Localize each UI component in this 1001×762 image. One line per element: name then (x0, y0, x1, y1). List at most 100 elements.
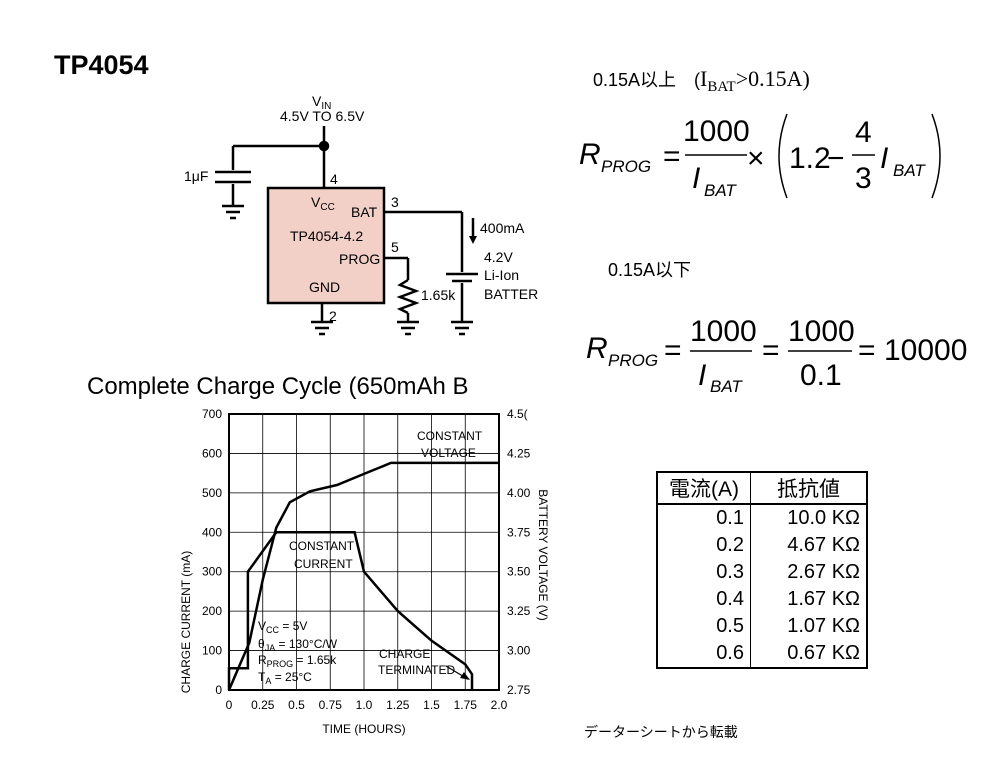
formula-below: R PROG = 1000 I BAT = 1000 0.1 = 10000 (586, 315, 967, 396)
svg-text:I: I (880, 142, 888, 175)
pin-num-4: 4 (330, 171, 338, 187)
pin-prog-label: PROG (339, 251, 380, 267)
svg-text:I: I (698, 359, 706, 392)
formula-above: R PROG = 1000 I BAT × 1.2 − 4 3 I BAT (579, 113, 941, 200)
svg-text:=: = (858, 334, 876, 367)
label-vcc: VCC = 5V (258, 619, 307, 635)
y-tick-label: 500 (202, 486, 222, 500)
page-title: TP4054 (54, 50, 149, 80)
svg-text:=: = (762, 334, 780, 367)
cell-current: 0.5 (656, 613, 751, 640)
label-ta: TA = 25°C (258, 670, 312, 686)
cell-current: 0.4 (656, 586, 751, 613)
label-charge-terminated-1: CHARGE (379, 647, 430, 661)
header-current: 電流(A) (656, 472, 751, 505)
y2-tick-label: 3.75 (507, 525, 531, 539)
svg-text:BAT: BAT (893, 161, 926, 180)
pin-gnd-label: GND (309, 279, 340, 295)
pin-num-5: 5 (391, 239, 399, 255)
svg-text:4: 4 (855, 116, 872, 149)
y-tick-label: 400 (202, 525, 222, 539)
y-tick-label: 100 (202, 644, 222, 658)
cell-resistance: 0.67 KΩ (750, 640, 868, 668)
y-tick-label: 200 (202, 604, 222, 618)
vin-label: VIN (312, 93, 331, 112)
svg-text:=: = (664, 334, 682, 367)
charge-cycle-chart: Complete Charge Cycle (650mAh B 0 0.25 0.5… (87, 373, 550, 736)
svg-text:R: R (586, 332, 608, 365)
label-charge-terminated-2: TERMINATED (378, 663, 455, 677)
y2-axis-label: BATTERY VOLTAGE (V) (536, 489, 550, 621)
y-tick-label: 700 (202, 407, 222, 421)
x-tick-label: 1.25 (386, 698, 410, 712)
y2-tick-label: 4.5( (507, 407, 528, 421)
chip-name: TP4054-4.2 (290, 228, 363, 244)
battery-voltage-label: 4.2V (484, 249, 513, 265)
x-tick-label: 1.5 (423, 698, 440, 712)
cell-resistance: 1.67 KΩ (750, 586, 868, 613)
charge-current-line (227, 531, 474, 690)
battery-voltage-line (227, 461, 499, 691)
y-axis-label: CHARGE CURRENT (mA) (179, 551, 193, 693)
battery-type-label: Li-Ion (484, 267, 519, 283)
condition-below: 0.15A以下 (608, 260, 692, 280)
label-theta: θJA = 130°C/W (258, 637, 338, 653)
cell-resistance: 2.67 KΩ (750, 559, 868, 586)
y2-tick-label: 3.00 (507, 644, 531, 658)
y2-tick-label: 2.75 (507, 683, 531, 697)
pin-num-2: 2 (329, 308, 337, 324)
svg-text:1000: 1000 (683, 115, 750, 148)
resistor-label: 1.65k (421, 287, 456, 303)
chart-title: Complete Charge Cycle (650mAh B (87, 373, 469, 400)
svg-text:1000: 1000 (788, 315, 855, 348)
x-tick-label: 0 (226, 698, 233, 712)
vin-range: 4.5V TO 6.5V (280, 108, 365, 124)
label-constant-current-1: CONSTANT (289, 539, 355, 553)
circuit-diagram: VIN 4.5V TO 6.5V 1μF 4 VCC BAT 3 TP4054-… (184, 93, 538, 336)
pin-bat-label: BAT (351, 204, 378, 220)
svg-text:3: 3 (855, 162, 872, 195)
svg-text:−: − (827, 142, 845, 175)
cell-resistance: 1.07 KΩ (750, 613, 868, 640)
y2-tick-label: 3.50 (507, 565, 531, 579)
x-tick-label: 0.5 (288, 698, 305, 712)
svg-text:PROG: PROG (601, 157, 651, 176)
terminated-arrowhead (460, 672, 470, 680)
x-tick-label: 0.25 (251, 698, 275, 712)
capacitor-label: 1μF (184, 168, 208, 184)
x-tick-label: 1.75 (454, 698, 478, 712)
svg-text:10000: 10000 (884, 334, 967, 367)
label-constant-current-2: CURRENT (294, 557, 353, 571)
cell-resistance: 4.67 KΩ (750, 532, 868, 559)
label-constant-voltage-1: CONSTANT (417, 429, 483, 443)
y-tick-label: 300 (202, 565, 222, 579)
svg-text:I: I (692, 162, 700, 195)
cell-current: 0.3 (656, 559, 751, 586)
pin-num-3: 3 (391, 194, 399, 210)
cell-current: 0.2 (656, 532, 751, 559)
svg-text:1.2: 1.2 (789, 142, 831, 175)
chart-frame (228, 413, 500, 691)
chip-body (266, 186, 386, 305)
condition-above: 0.15A以上 (IBAT>0.15A) (593, 66, 810, 95)
label-rprog: RPROG = 1.65k (258, 653, 337, 669)
battery-label: BATTER (484, 286, 538, 302)
current-label: 400mA (480, 220, 525, 236)
source-note: データーシートから転載 (584, 724, 738, 740)
pin-vcc-label: VCC (311, 194, 335, 213)
svg-text:R: R (579, 138, 601, 171)
x-axis-label: TIME (HOURS) (322, 722, 405, 736)
x-tick-label: 0.75 (319, 698, 343, 712)
y2-tick-label: 4.00 (507, 486, 531, 500)
svg-text:1000: 1000 (690, 315, 757, 348)
header-resistance: 抵抗値 (750, 472, 868, 505)
cell-current: 0.1 (656, 504, 751, 532)
